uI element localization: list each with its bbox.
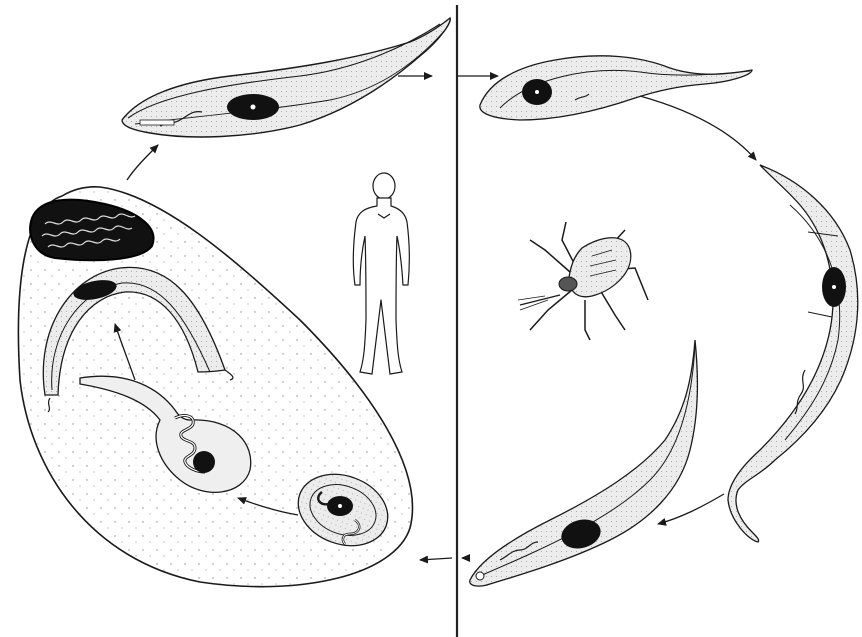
epimastigote-vector xyxy=(480,56,752,120)
elongated-form-vector xyxy=(728,165,858,542)
parasite-nucleus xyxy=(193,451,215,473)
human-figure-icon xyxy=(353,173,409,374)
insect-vector-icon xyxy=(518,222,648,340)
metacyclic-trypomastigote xyxy=(470,340,698,586)
arrow-epimastigote-to-elongated xyxy=(640,96,756,160)
arrow-cell-to-blood xyxy=(127,145,158,180)
arrow-elongated-to-metacyclic xyxy=(658,494,724,524)
trypomastigote-blood xyxy=(122,18,450,137)
arrow-into-host-cell xyxy=(420,558,452,560)
